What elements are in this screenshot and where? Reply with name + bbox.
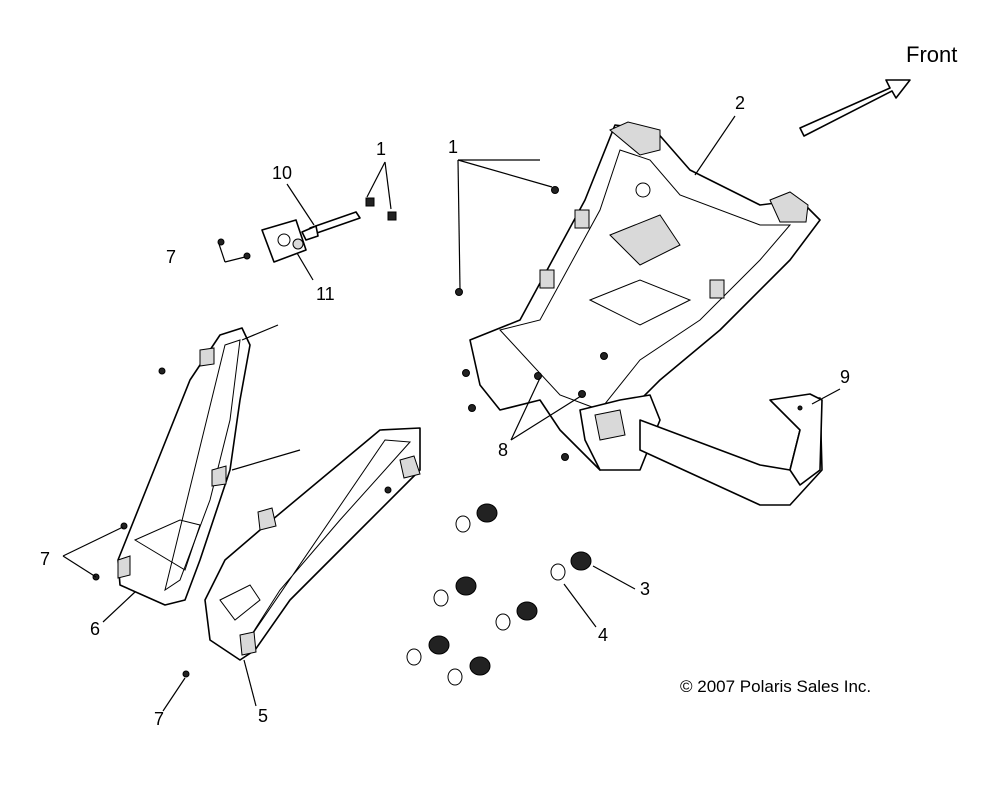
headlight-housing-part-5 — [182, 427, 421, 678]
callout-8: 8 — [498, 440, 509, 460]
callout-5: 5 — [258, 706, 269, 726]
front-label: Front — [906, 42, 958, 67]
callout-10: 10 — [272, 163, 293, 183]
callout-7-bottom: 7 — [154, 709, 165, 729]
callout-7-switch: 7 — [166, 247, 177, 267]
headlight-housing-part-6 — [92, 327, 251, 606]
callout-11: 11 — [316, 284, 335, 304]
callout-2: 2 — [735, 93, 746, 113]
callout-6: 6 — [90, 619, 101, 639]
copyright-text: © 2007 Polaris Sales Inc. — [680, 677, 872, 696]
switch-bracket-part-10-11 — [217, 197, 397, 263]
callout-4: 4 — [598, 625, 609, 645]
callout-3: 3 — [640, 579, 651, 599]
callout-1-upper: 1 — [376, 139, 387, 159]
bulb-socket-set-parts-3-4 — [406, 503, 592, 686]
callout-1-frame: 1 — [448, 137, 459, 157]
frame-bracket-part-2 — [455, 121, 821, 471]
callout-7-left: 7 — [40, 549, 51, 569]
cover-shield-part-9 — [639, 393, 823, 506]
leader-lines — [62, 115, 841, 712]
callout-9: 9 — [840, 367, 851, 387]
front-arrow-icon — [799, 79, 911, 137]
